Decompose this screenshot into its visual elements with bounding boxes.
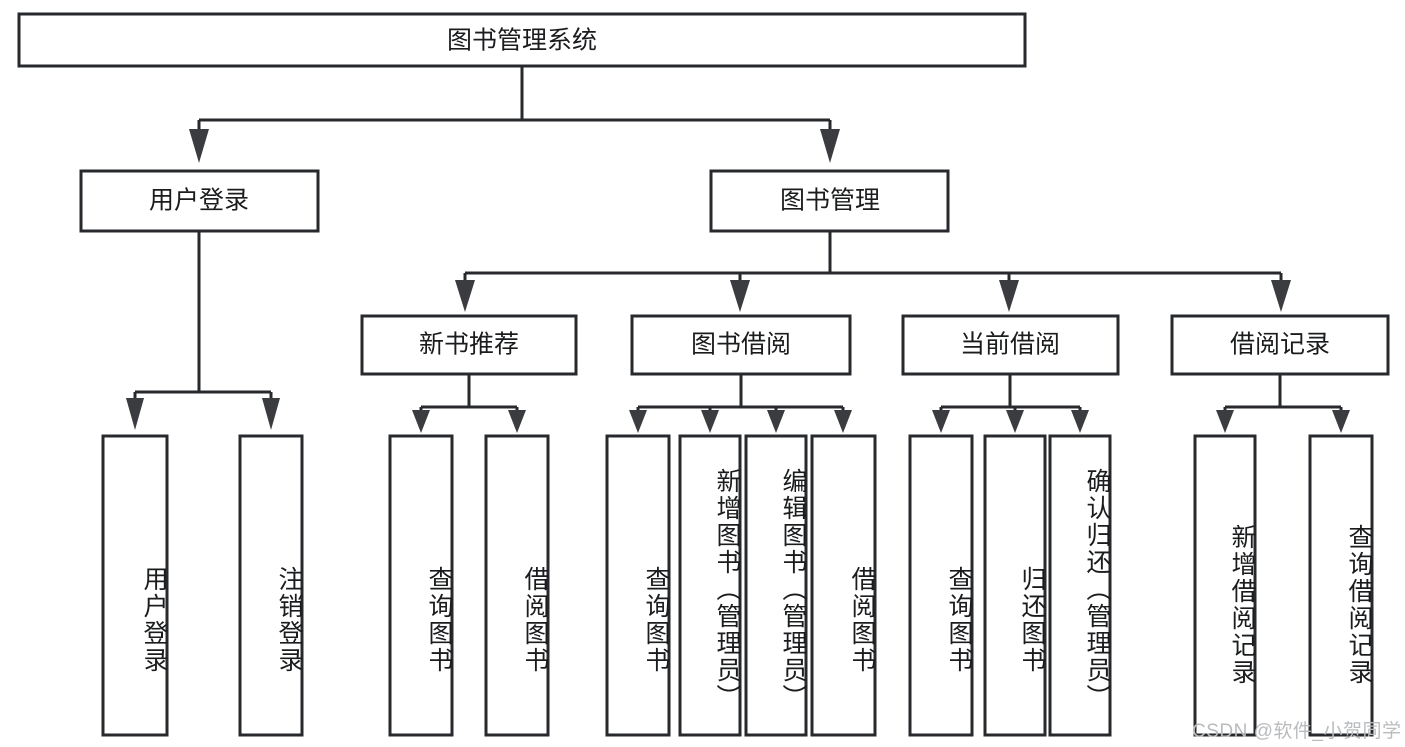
node-leaf-query-book-current-box[interactable] [908,434,974,737]
node-book-borrow-label: 图书借阅 [691,331,791,359]
node-leaf-user-login-box[interactable] [101,434,169,737]
arrow-head-leaf-query-borrow-record [1332,410,1350,433]
node-user-login-label: 用户登录 [149,187,249,215]
node-borrow-record-label: 借阅记录 [1230,331,1330,359]
node-current-borrow-box[interactable] [901,314,1120,376]
connector-group-borrow-record [1216,374,1350,433]
connector-group-book-manage [455,231,1291,312]
connector-group-user-login [126,231,280,430]
arrow-head-leaf-edit-book-admin [767,410,785,433]
arrow-head-leaf-borrow-book-rec [508,410,526,433]
node-leaf-edit-book-admin-box[interactable] [744,434,808,737]
node-current-borrow-label: 当前借阅 [960,331,1060,359]
node-leaf-return-book-box[interactable] [983,434,1047,737]
connector-group-current-borrow [932,374,1089,433]
node-leaf-query-book-borrow-box[interactable] [605,434,671,737]
arrow-head-current-borrow [999,280,1019,312]
csdn-watermark: CSDN @软件_小贺同学 [1192,721,1402,742]
node-book-manage[interactable]: 图书管理 [709,169,950,233]
node-root-label: 图书管理系统 [447,27,597,55]
node-leaf-query-book-rec-box[interactable] [388,434,454,737]
node-borrow-record[interactable]: 借阅记录 [1170,314,1390,376]
node-new-book-rec-box[interactable] [360,314,578,376]
arrow-head-leaf-return-book [1006,410,1024,433]
node-root-box[interactable] [17,12,1027,68]
connector-group-book-borrow [629,374,852,433]
leaf-boxes [101,434,1374,737]
node-new-book-rec[interactable]: 新书推荐 [360,314,578,376]
arrow-head-leaf-add-borrow-record [1216,410,1234,433]
node-book-borrow[interactable]: 图书借阅 [630,314,852,376]
node-leaf-confirm-return-admin-box[interactable] [1048,434,1112,737]
node-leaf-add-book-admin-box[interactable] [678,434,742,737]
arrow-head-user-login [189,129,209,163]
arrow-head-book-borrow [730,280,750,312]
node-book-borrow-box[interactable] [630,314,852,376]
connector-group-new-book-rec [412,374,526,433]
node-borrow-record-box[interactable] [1170,314,1390,376]
node-current-borrow[interactable]: 当前借阅 [901,314,1120,376]
node-leaf-add-borrow-record-box[interactable] [1193,434,1257,737]
node-leaf-query-borrow-record-box[interactable] [1308,434,1374,737]
node-leaf-borrow-book-box[interactable] [810,434,877,737]
node-root[interactable]: 图书管理系统 [17,12,1027,68]
arrow-head-leaf-confirm-return-admin [1071,410,1089,433]
arrow-head-leaf-add-book-admin [701,410,719,433]
connector-group-root [189,66,840,163]
arrow-head-leaf-query-book-borrow [629,410,647,433]
arrow-head-borrow-record [1271,280,1291,312]
arrow-head-book-manage [820,129,840,163]
node-user-login[interactable]: 用户登录 [79,169,320,233]
node-new-book-rec-label: 新书推荐 [419,331,519,359]
arrow-head-leaf-borrow-book [834,410,852,433]
node-book-manage-box[interactable] [709,169,950,233]
arrow-head-new-book-rec [455,280,475,312]
node-user-login-box[interactable] [79,169,320,233]
node-leaf-logout-box[interactable] [238,434,304,737]
arrow-head-leaf-logout [262,398,280,430]
node-leaf-borrow-book-rec-box[interactable] [484,434,550,737]
arrow-head-leaf-user-login [126,398,144,430]
arrow-head-leaf-query-book-rec [412,410,430,433]
arrow-head-leaf-query-book-current [932,410,950,433]
node-book-manage-label: 图书管理 [780,187,880,215]
